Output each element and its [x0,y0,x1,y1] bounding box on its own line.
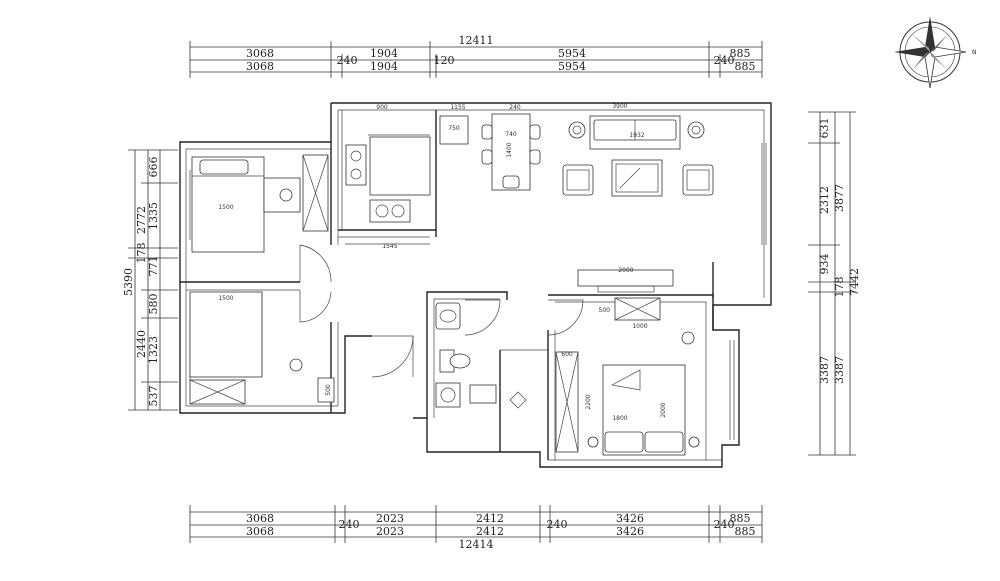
table-dim-1400: 1400 [506,142,513,157]
master-dim-2200: 2200 [585,394,592,409]
fridge [439,115,469,145]
right-outer-dim-3: 3387 [833,356,846,384]
left-outer-dim-3: 2440 [135,330,148,358]
top-dim2-2: 240 [337,54,358,67]
bottom-dim2-2: 240 [339,518,360,531]
walls [179,102,772,468]
left-dimensions: 5390 2772 178 2440 666 1335 771 580 1323… [122,149,178,411]
washing-machine [435,382,461,408]
master-dim-600: 600 [561,351,573,358]
kitchen-dim-900: 900 [376,104,388,111]
bottom-dim-5: 885 [730,512,751,525]
side-table-right [687,121,705,139]
top-dim2-4: 120 [434,54,455,67]
master-dim-1000: 1000 [632,323,647,330]
master-dim-500: 500 [599,307,611,314]
top-dim-3: 5954 [558,47,586,60]
left-inner-dim-3: 771 [147,256,160,277]
table-dim-740: 740 [505,131,517,138]
left-inner-dim-5: 1323 [147,336,160,364]
top-total-dim: 12411 [459,34,494,47]
top-dim-1: 3068 [246,47,274,60]
left-inner-dim-1: 666 [147,157,160,178]
toilet [449,353,471,369]
top-dim2-6: 240 [714,54,735,67]
door-bedroom1 [299,244,332,283]
desk-dim: 500 [325,384,332,396]
left-inner-dim-4: 580 [147,294,160,315]
sofa-area-dim: 3900 [612,103,627,110]
left-outer-dim-2: 178 [135,243,148,264]
top-dim2-5: 5954 [558,60,586,73]
top-dim-2: 1904 [370,47,398,60]
counter-dim: 1545 [382,243,397,250]
right-total-dim: 7442 [848,268,861,296]
right-inner-dim-4: 3387 [818,356,831,384]
bottom-dim-1: 3068 [246,512,274,525]
left-inner-dim-2: 1335 [147,202,160,230]
door-bathroom [464,299,501,336]
bottom-dimensions: 3068 2023 2412 3426 885 3068 240 2023 24… [189,505,763,551]
tv-dim: 2000 [618,267,633,274]
dining-table [491,113,531,191]
bottom-dim2-3: 2023 [376,525,404,538]
right-outer-dim-2: 178 [833,277,846,298]
top-dimensions: 12411 3068 1904 5954 885 3068 240 1904 1… [189,34,763,78]
door-entry [371,335,414,378]
bottom-dim-3: 2412 [476,512,504,525]
bed1-dim: 1500 [218,204,233,211]
bottom-dim2-6: 3426 [616,525,644,538]
living-room: 3900 1932 2000 [562,103,714,293]
bed2-dim: 1500 [218,295,233,302]
door-master [547,299,584,336]
coffee-table [611,159,663,197]
bottom-dim2-5: 240 [547,518,568,531]
top-dim2-1: 3068 [246,60,274,73]
shower-icon [509,391,527,409]
bottom-total-dim: 12414 [459,538,494,551]
fridge-dim: 750 [448,125,460,132]
compass-label: N [972,49,977,56]
bottom-dim2-7: 240 [714,518,735,531]
master-bedroom: 500 1000 600 2200 1800 2000 [555,297,700,456]
right-outer-dim-1: 3877 [833,184,846,212]
kitchen-counter [369,136,431,196]
washbasin [435,302,461,330]
bed3-dim-2000: 2000 [660,402,667,417]
dining: 750 740 1400 [439,113,541,191]
right-inner-dim-3: 934 [818,254,831,275]
left-inner-dim-6: 537 [147,386,160,407]
right-inner-dim-1: 631 [818,118,831,139]
bed3-dim-1800: 1800 [612,415,627,422]
bottom-dim-2: 2023 [376,512,404,525]
compass: N [894,16,977,89]
top-dim2-7: 885 [735,60,756,73]
right-dimensions: 631 2312 934 3387 3877 178 3387 7442 [808,111,861,456]
kitchen: 900 1155 240 1545 [341,104,521,250]
armchair-right [682,164,714,196]
bathroom [435,302,527,409]
left-outer-dim-1: 2772 [135,206,148,234]
top-dim2-3: 1904 [370,60,398,73]
bedroom-1: 1500 [191,154,329,253]
sofa-dim: 1932 [629,132,644,139]
bottom-dim2-8: 885 [735,525,756,538]
dining-dim-240: 240 [509,104,521,111]
kitchen-dim-1155: 1155 [450,104,465,111]
bed-2 [189,291,263,378]
bottom-dim2-4: 2412 [476,525,504,538]
door-bedroom2 [299,290,332,323]
bedroom-2: 1500 500 [189,291,335,405]
bottom-dim-4: 3426 [616,512,644,525]
armchair-left [562,164,594,196]
right-inner-dim-2: 2312 [818,186,831,214]
compass-north-point [925,16,935,52]
left-total-dim: 5390 [122,268,135,296]
bottom-dim2-1: 3068 [246,525,274,538]
top-dim-4: 885 [730,47,751,60]
side-table-left [568,121,586,139]
